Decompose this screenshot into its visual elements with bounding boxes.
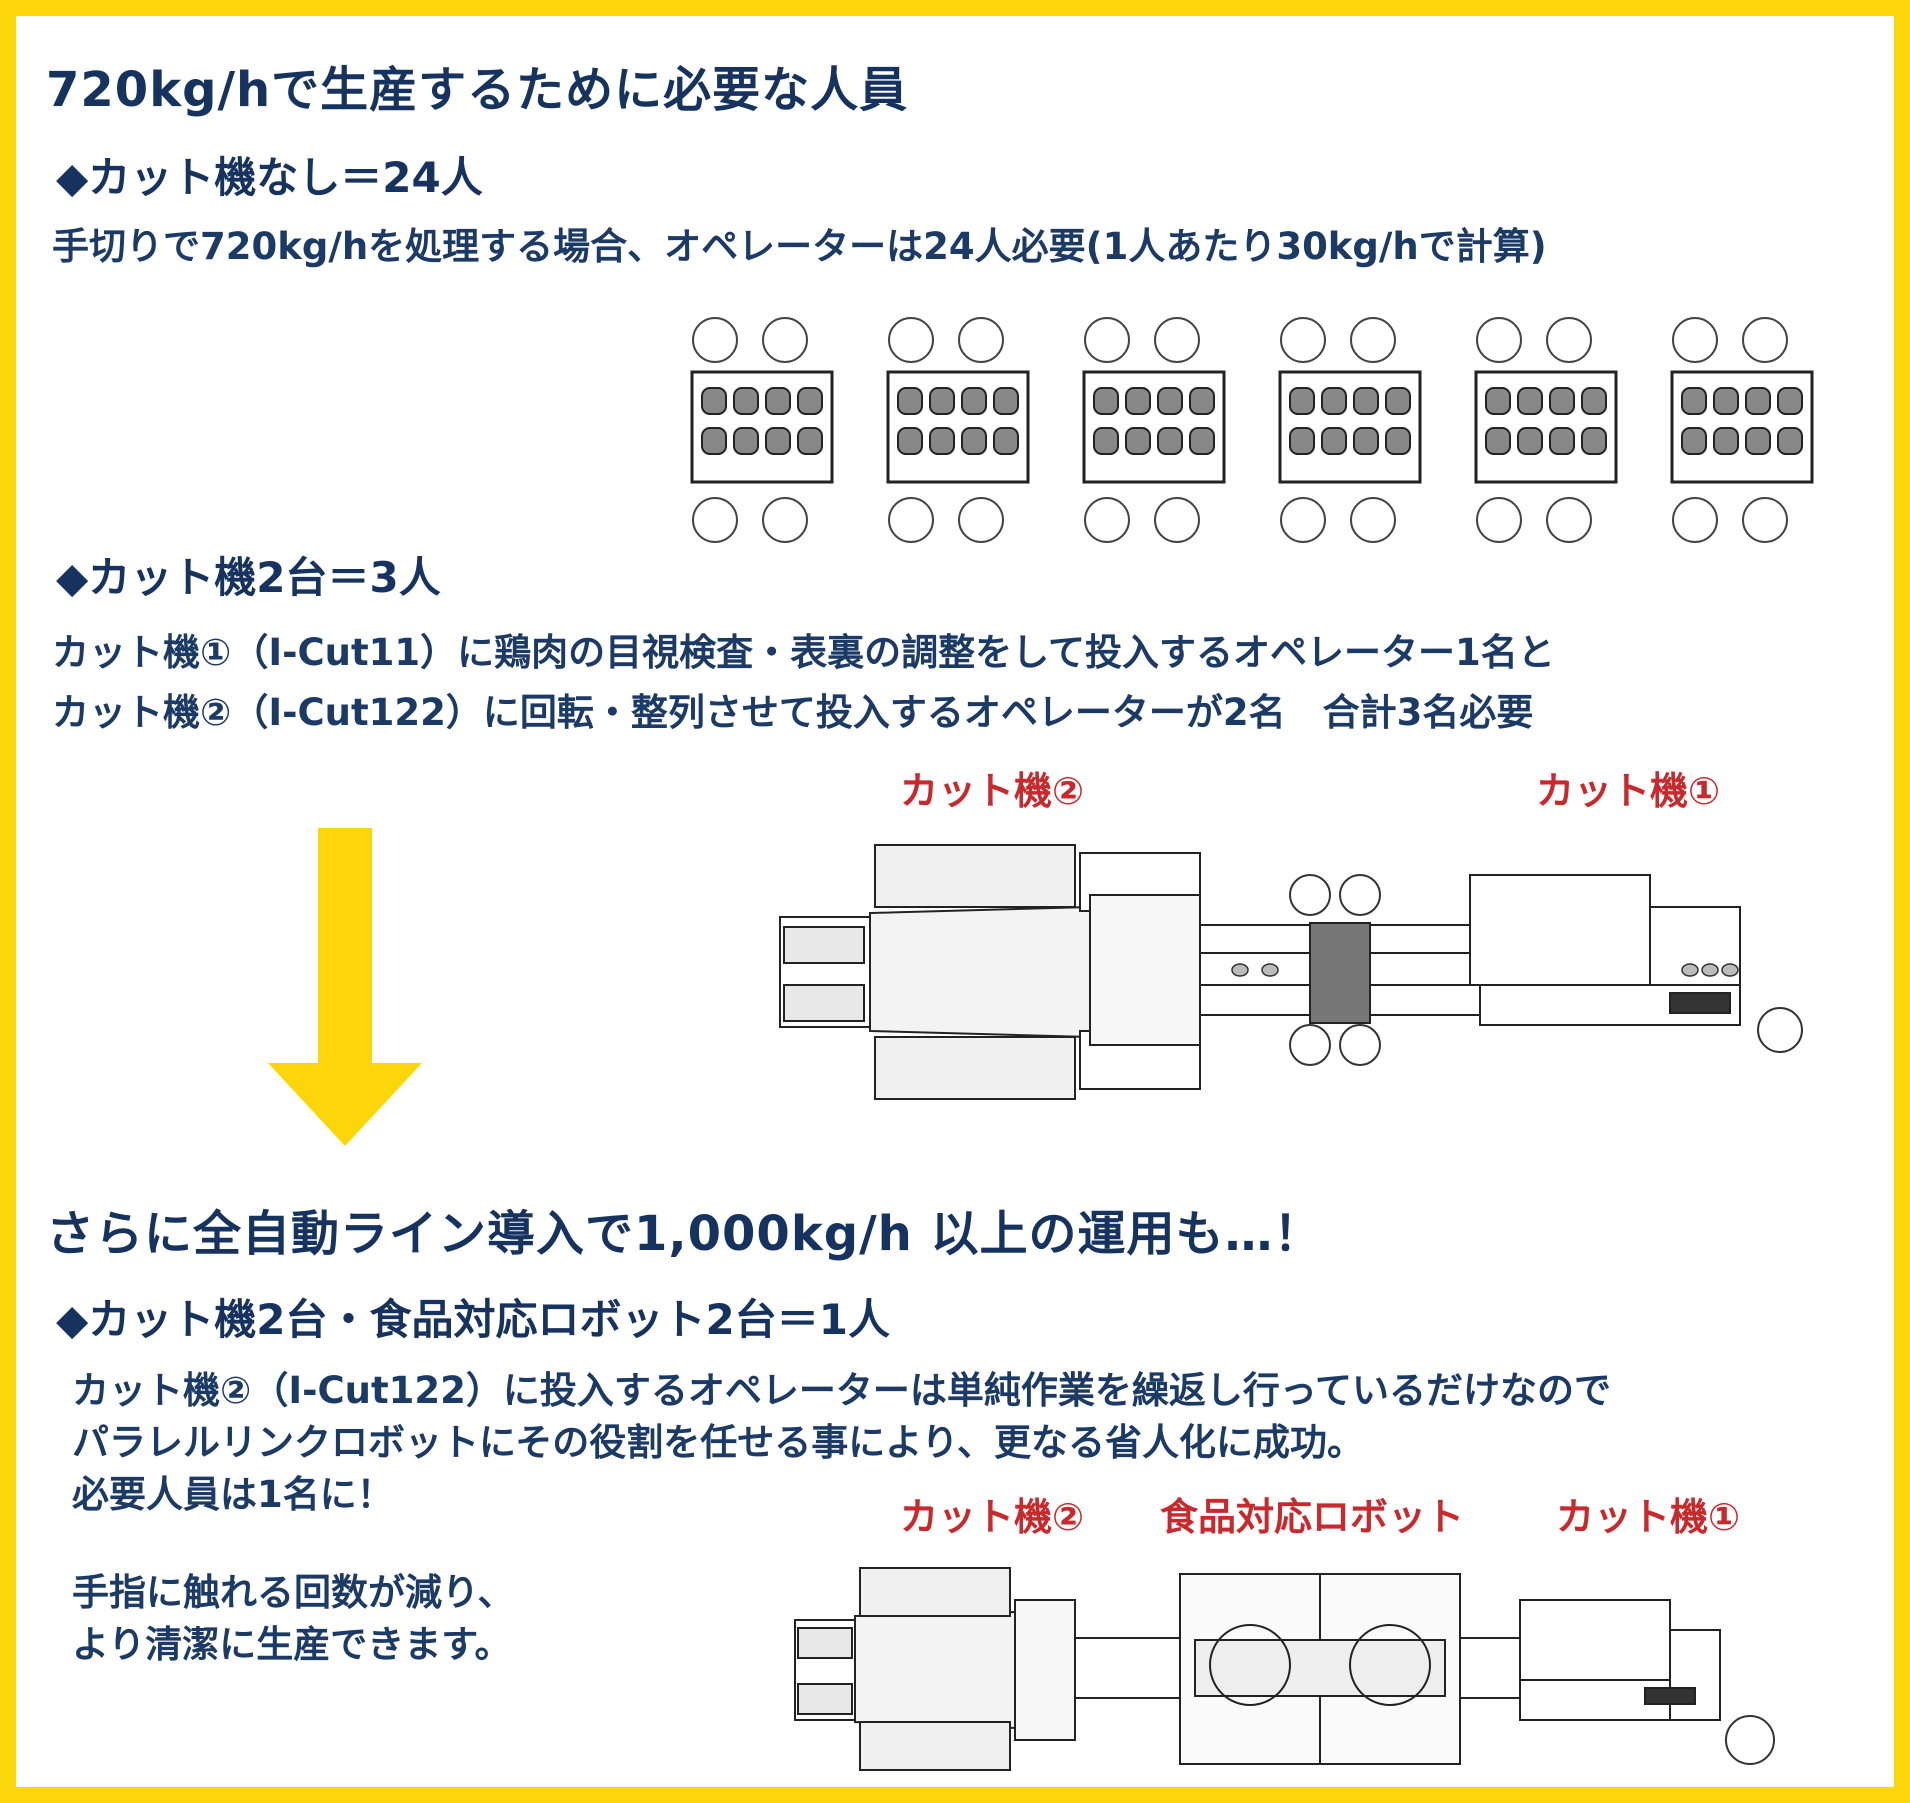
section2-line3: 必要人員は1名に！: [72, 1473, 394, 1516]
manual-station: [1670, 317, 1814, 543]
section2-line1: カット機②（I-Cut122）に投入するオペレーターは単純作業を繰返し行っている…: [72, 1369, 1612, 1412]
label2-robot: 食品対応ロボット: [1160, 1495, 1465, 1539]
down-arrow-icon: [268, 828, 422, 1146]
section2-line5: より清潔に生産できます。: [72, 1623, 512, 1666]
section2-title: さらに全自動ライン導入で1,000kg/h 以上の運用も…！: [46, 1206, 1323, 1262]
label-machine-1: カット機①: [1536, 769, 1721, 813]
case-b-line1: カット機①（I-Cut11）に鶏肉の目視検査・表裏の調整をして投入するオペレータ…: [52, 631, 1555, 674]
section2-line4: 手指に触れる回数が減り、: [72, 1571, 515, 1614]
manual-station: [690, 317, 834, 543]
case-a-description: 手切りで720kg/hを処理する場合、オペレーターは24人必要(1人あたり30k…: [52, 225, 1547, 268]
label2-machine-2: カット機②: [900, 1495, 1085, 1539]
manual-stations-svg: [690, 317, 1814, 543]
automated-line-diagram: [794, 1567, 1775, 1771]
manual-tables-illustration: [680, 317, 1840, 543]
label-machine-2: カット機②: [900, 769, 1085, 813]
case-b-line2: カット機②（I-Cut122）に回転・整列させて投入するオペレーターが2名 合計…: [52, 691, 1534, 734]
manual-station: [1082, 317, 1226, 543]
manual-station: [1278, 317, 1422, 543]
manual-station: [886, 317, 1030, 543]
section2-heading: ◆カット機2台・食品対応ロボット2台＝1人: [56, 1295, 890, 1344]
case-b-heading: ◆カット機2台＝3人: [56, 553, 441, 602]
cutting-line-diagram: [779, 844, 1803, 1100]
section2-line2: パラレルリンクロボットにその役割を任せる事により、更なる省人化に成功。: [72, 1421, 1365, 1464]
section1-title: 720kg/hで生産するために必要な人員: [46, 62, 909, 118]
case-a-heading: ◆カット機なし＝24人: [56, 153, 483, 202]
label2-machine-1: カット機①: [1556, 1495, 1741, 1539]
manual-station: [1474, 317, 1618, 543]
